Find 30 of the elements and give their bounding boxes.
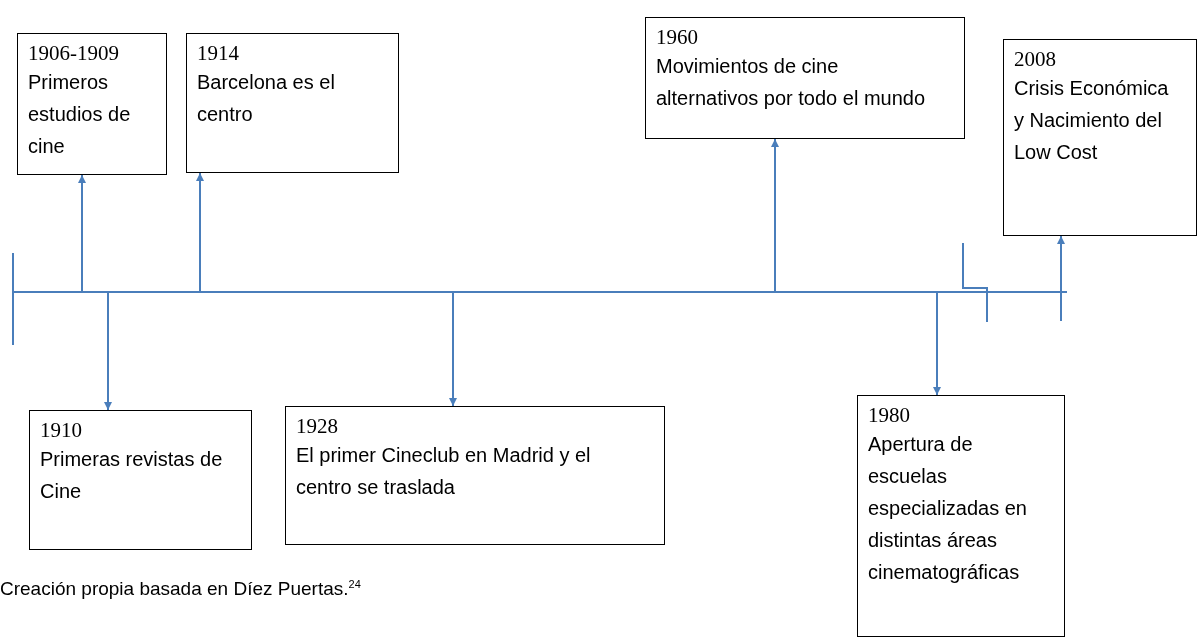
event-description: Primeras revistas de Cine — [40, 447, 224, 504]
event-year: 1914 — [197, 40, 240, 66]
arrow — [196, 172, 204, 292]
arrow — [449, 292, 457, 407]
event-description: Primeros estudios de cine — [28, 70, 132, 159]
event-year: 1960 — [656, 24, 699, 50]
event-description: Barcelona es el centro — [197, 70, 336, 127]
event-box — [29, 410, 252, 550]
event-year: 1906-1909 — [28, 40, 120, 66]
arrow — [1057, 235, 1065, 292]
event-description: Apertura de escuelas especializadas en distintas áreas cinematográficas — [868, 432, 1028, 585]
event-year: 1928 — [296, 413, 339, 439]
event-description: Movimientos de cine alternativos por todo el mundo — [656, 54, 927, 111]
caption: Creación propia basada en Díez Puertas.$^{24}$ — [0, 578, 361, 601]
event-year: 1980 — [868, 402, 911, 428]
event-box — [186, 33, 399, 173]
event-description: Crisis Económica y Nacimiento del Low Cost — [1014, 76, 1170, 165]
event-box — [285, 406, 665, 545]
event-box — [857, 395, 1065, 637]
arrow — [78, 174, 86, 292]
arrow — [771, 138, 779, 292]
event-box — [645, 17, 965, 139]
event-box — [1003, 39, 1197, 236]
arrow — [933, 292, 941, 396]
arrow — [104, 292, 112, 411]
timeline-line — [13, 291, 1067, 293]
event-year: 1910 — [40, 417, 83, 443]
event-box — [17, 33, 167, 175]
event-description: El primer Cineclub en Madrid y el centro se traslada — [296, 443, 592, 500]
event-year: 2008 — [1014, 46, 1057, 72]
